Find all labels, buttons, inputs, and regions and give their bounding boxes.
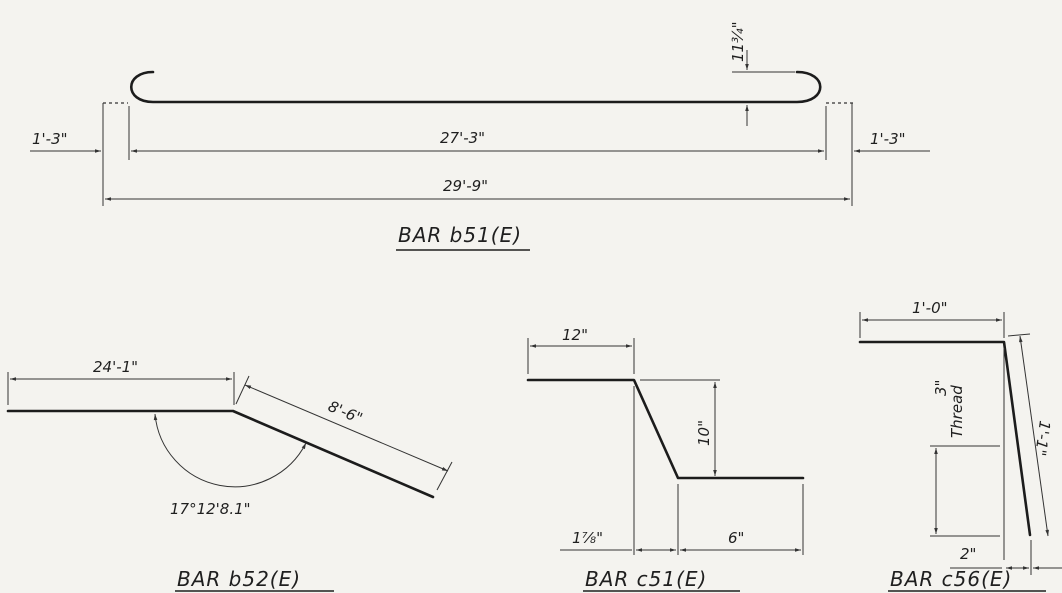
- bar-c51-title: BAR c51(E): [585, 567, 707, 591]
- bar-c56-leg-dim-line: [1019, 335, 1049, 537]
- bar-b52-slope-ext-1: [235, 375, 250, 405]
- bar-b52-angle-arc: [153, 413, 307, 488]
- bar-b51-shape: [129, 70, 822, 104]
- bar-c51-offset: 1⅞": [572, 529, 603, 547]
- bar-c56-top-length: 1'-0": [912, 299, 948, 317]
- bar-c56-leg-ext-top: [1007, 333, 1031, 337]
- bar-c56-thread-length: 3": [932, 380, 950, 396]
- bar-c51-top-length: 12": [562, 326, 588, 344]
- bar-b51-right-hook-length: 1'-3": [870, 130, 906, 148]
- bar-b52-drawing: 24'-1" 8'-6" 17°12'8.1" BAR b52(E): [6, 358, 453, 592]
- bar-b51-left-hook-length: 1'-3": [32, 130, 68, 148]
- bar-b52-shape: [6, 409, 435, 499]
- bar-b52-title: BAR b52(E): [177, 567, 301, 591]
- bar-c56-title: BAR c56(E): [890, 567, 1012, 591]
- bar-c51-drawing: 12" 10" 1⅞" 6" BAR c51(E): [526, 326, 805, 592]
- bar-b51-title: BAR b51(E): [398, 223, 522, 247]
- bar-c56-thread-label: Thread: [948, 385, 966, 438]
- bar-b51-middle-length: 27'-3": [440, 129, 485, 147]
- bar-b52-bent-dim-line: [244, 384, 449, 472]
- bar-c56-drawing: 1'-0" 3" Thread 1'-1" 2" BAR c56(E): [858, 299, 1062, 592]
- bar-b52-straight-length: 24'-1": [93, 358, 138, 376]
- bar-c51-height: 10": [695, 420, 713, 446]
- bar-b51-drawing: 27'-3" 29'-9" 1'-3" 1'-3" 11¾" BAR b51(E…: [30, 21, 930, 251]
- bar-b52-angle: 17°12'8.1": [170, 500, 251, 518]
- bar-b51-total-length: 29'-9": [443, 177, 488, 195]
- bar-b52-slope-ext-2: [436, 461, 453, 491]
- bar-b52-bent-length: 8'-6": [325, 397, 365, 427]
- bar-c56-leg-length: 1'-1": [1031, 419, 1054, 457]
- bar-b51-hook-height: 11¾": [729, 21, 747, 62]
- bar-c51-bottom-length: 6": [728, 529, 744, 547]
- bar-c56-offset: 2": [960, 545, 976, 563]
- bar-c51-shape: [526, 378, 805, 480]
